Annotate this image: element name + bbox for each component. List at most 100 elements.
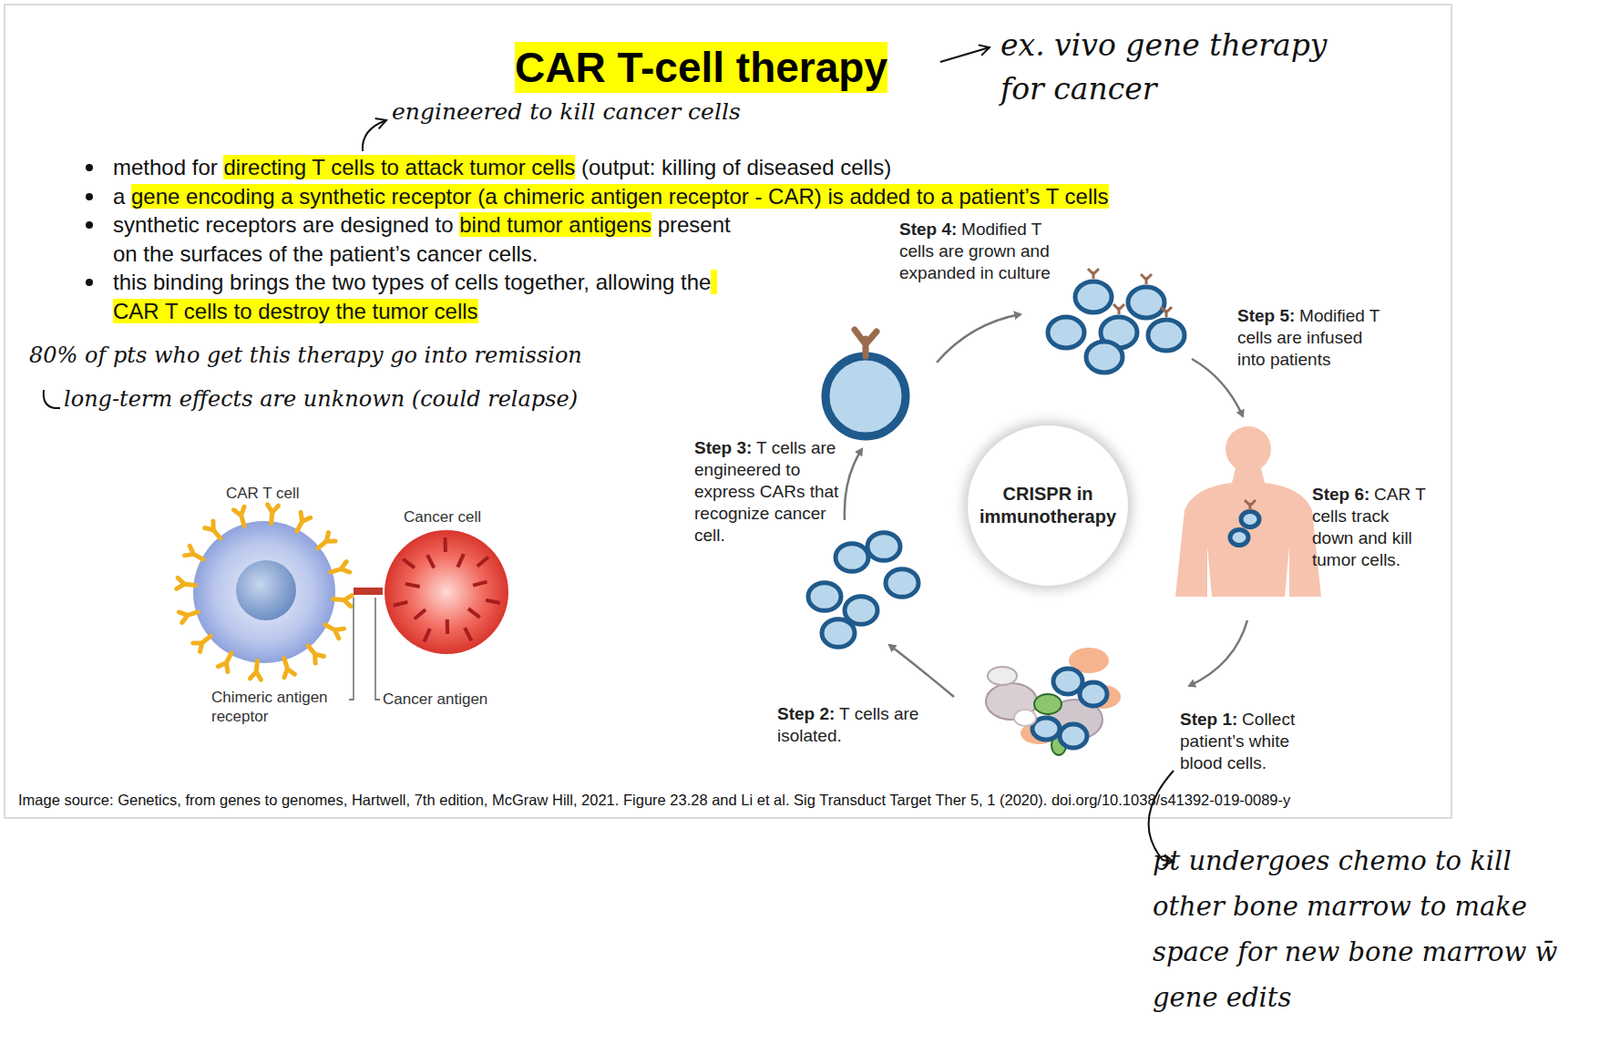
receptor (303, 642, 324, 664)
cycle-arrow (889, 645, 954, 698)
cycle-arrow (1191, 358, 1243, 417)
receptor (193, 631, 215, 652)
receptor-stroke (314, 533, 336, 554)
receptor-stroke (205, 521, 226, 543)
receptor (332, 594, 352, 607)
receptor (322, 620, 344, 639)
cancer-cell (384, 530, 509, 655)
antigen (405, 584, 421, 587)
step-label: Step 5:Modified T cells are infused into… (1237, 305, 1384, 371)
antigen (477, 556, 489, 566)
step-label: Step 2:T cells are isolated. (777, 703, 942, 748)
antigen (427, 554, 434, 568)
part-label: Chimeric antigen receptor (211, 687, 345, 727)
highlighted-text: directing T cells to attack tumor cells (223, 154, 575, 180)
cycle-arrow (844, 449, 862, 521)
center-circle: CRISPR in immunotherapy (967, 425, 1129, 586)
bullet-text: (output: killing of diseased cells) (574, 154, 892, 180)
engineered-t-cell (825, 329, 906, 437)
t-cell (867, 533, 901, 562)
cycle-arrow (936, 314, 1021, 363)
step-label: Step 6:CAR T cells track down and kill t… (1312, 483, 1436, 572)
note-arrow (940, 47, 990, 62)
antigen (457, 553, 464, 568)
step-number: Step 6: (1312, 484, 1370, 504)
antigen (464, 627, 472, 641)
antigen (468, 608, 481, 618)
receptor-stroke (176, 577, 196, 591)
image-source-caption: Image source: Genetics, from genes to ge… (18, 791, 1291, 811)
receptor-stroke (184, 545, 206, 565)
receptor-stroke (234, 506, 250, 528)
step-label: Step 3:T cells are engineered to express… (694, 437, 850, 547)
center-label: CRISPR in immunotherapy (979, 482, 1117, 529)
receptor-stroke (217, 650, 236, 672)
antigen (414, 609, 426, 619)
receptor-stroke (249, 660, 263, 680)
receptor (314, 533, 336, 554)
receptor-stroke (278, 656, 295, 678)
step-number: Step 3: (694, 438, 752, 458)
cell-label: Cancer cell (403, 508, 482, 527)
handwritten-note: long-term effects are unknown (could rel… (63, 386, 578, 413)
highlighted-text: bind tumor antigens (459, 212, 652, 237)
t-cell (1075, 281, 1112, 313)
leader-line (375, 597, 380, 700)
step-number: Step 2: (777, 704, 835, 724)
bullet-text: a (112, 184, 132, 209)
receptor (176, 577, 196, 591)
receptor (266, 504, 279, 524)
receptor-stroke (328, 562, 350, 578)
receptor (249, 660, 263, 680)
binding-junction (353, 587, 383, 595)
bullet-dot (85, 278, 93, 287)
antigen (423, 628, 431, 643)
t-cell (1128, 287, 1165, 318)
bullet-dot (85, 164, 93, 172)
t-cell (844, 596, 878, 626)
bullet-item: method for directing T cells to attack t… (112, 153, 892, 183)
car (1113, 304, 1125, 315)
t-cell (1148, 319, 1185, 351)
expanded-t-cells (1047, 268, 1185, 373)
receptor-stroke (178, 606, 200, 623)
t-cell (1086, 341, 1123, 373)
bullet-dot (85, 193, 93, 201)
step-label: Step 4:Modified T cells are grown and ex… (899, 218, 1055, 285)
bullet-item: a gene encoding a synthetic receptor (a … (112, 182, 1109, 212)
antigen (443, 537, 448, 553)
highlighted-text: gene encoding a synthetic receptor (a ch… (131, 184, 1109, 209)
isolated-t-cells (808, 533, 919, 648)
antigen (485, 600, 501, 604)
receptor-stroke (266, 504, 279, 524)
t-cell (808, 583, 842, 612)
bullet-item: synthetic receptors are designed to bind… (112, 210, 742, 269)
antigen (445, 619, 450, 635)
receptor (328, 562, 350, 578)
bullet-item: this binding brings the two types of cel… (112, 267, 742, 327)
note-arrow (362, 120, 387, 152)
step-number: Step 1: (1179, 709, 1238, 729)
receptor-stroke (322, 620, 344, 639)
receptor-stroke (303, 642, 324, 664)
cancer-antigens (393, 537, 501, 643)
car-t-cells-in-body (1230, 500, 1260, 546)
bullet-dot (85, 221, 93, 229)
antigen (472, 582, 488, 586)
slide-frame (4, 4, 1452, 819)
t-cell (885, 569, 919, 598)
handwritten-note: engineered to kill cancer cells (391, 98, 741, 126)
car (1244, 500, 1256, 511)
step-number: Step 4: (899, 219, 957, 239)
cycle-arrow (1189, 620, 1248, 687)
receptor (217, 650, 236, 672)
t-cell (1230, 530, 1249, 546)
car (1140, 274, 1152, 285)
white-blood-cells (985, 647, 1121, 756)
receptor (184, 545, 206, 565)
receptor (205, 521, 226, 543)
handwritten-note: ex. vivo gene therapy for cancer (1000, 23, 1365, 112)
bullet-text: this binding brings the two types of cel… (112, 269, 711, 295)
receptor-stroke (292, 512, 311, 534)
patient-body (1175, 426, 1322, 597)
